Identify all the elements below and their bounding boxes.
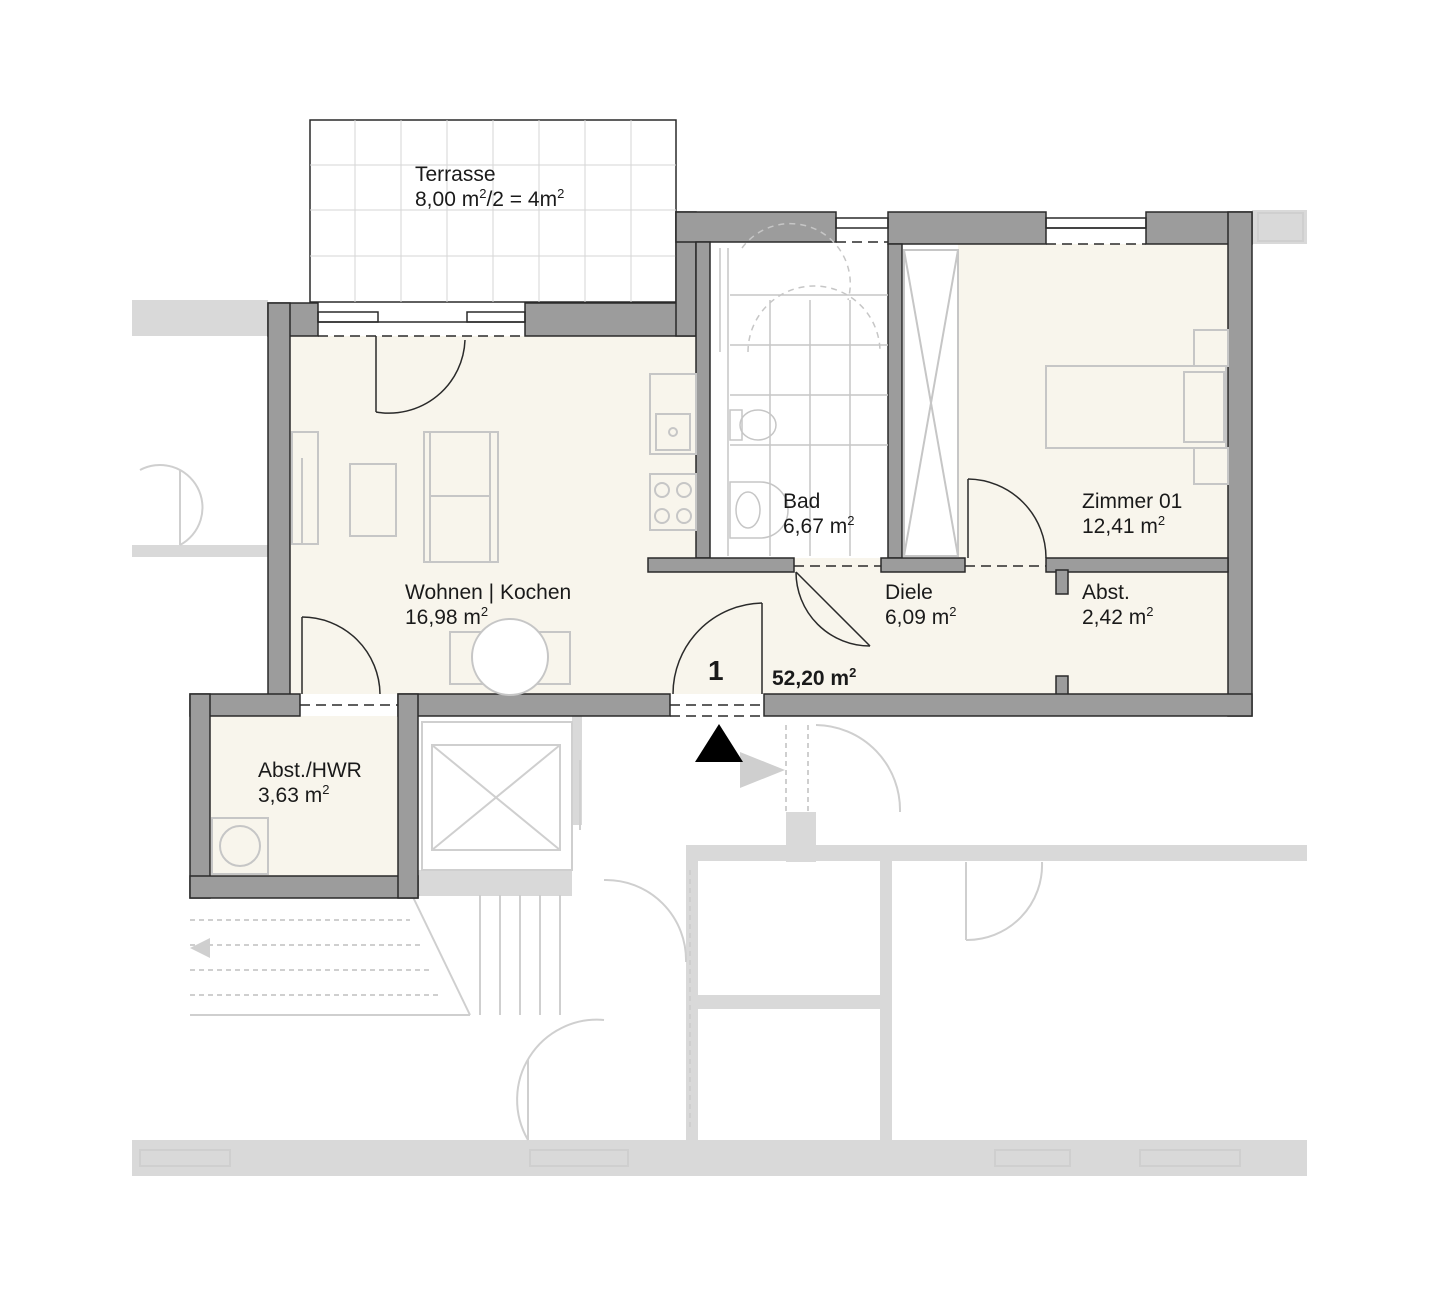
total-area: 52,20 m2 (772, 665, 857, 690)
storage-name: Abst. (1082, 581, 1130, 604)
utility-room-area: 3,63 m2 (258, 782, 330, 807)
bathroom-name: Bad (783, 490, 821, 513)
openings (317, 217, 1147, 323)
entrance-arrow-icon (695, 724, 743, 762)
bathroom-label: Bad 6,67 m2 (783, 489, 854, 539)
room-01-label: Zimmer 01 12,41 m2 (1082, 489, 1182, 539)
doors (301, 336, 1047, 695)
terrace-name: Terrasse (415, 163, 496, 186)
bathroom-fixtures (719, 222, 888, 556)
terrace-label: Terrasse 8,00 m2/2 = 4m2 (415, 162, 564, 212)
storage-label: Abst. 2,42 m2 (1082, 580, 1153, 630)
storage-area: 2,42 m2 (1082, 604, 1154, 629)
furniture (211, 249, 1229, 875)
utility-room-label: Abst./HWR 3,63 m2 (258, 758, 362, 808)
floor-areas (210, 244, 1228, 876)
living-kitchen-label: Wohnen | Kochen 16,98 m2 (405, 580, 571, 630)
hallway-name: Diele (885, 581, 933, 604)
room-01-area: 12,41 m2 (1082, 513, 1166, 538)
terrace-area: 8,00 m2/2 = 4m2 (415, 186, 565, 211)
living-kitchen-area: 16,98 m2 (405, 604, 489, 629)
living-kitchen-name: Wohnen | Kochen (405, 581, 572, 604)
bathroom-area: 6,67 m2 (783, 513, 855, 538)
room-01-name: Zimmer 01 (1082, 490, 1183, 513)
unit-number: 1 (708, 655, 724, 686)
hallway-label: Diele 6,09 m2 (885, 580, 956, 630)
context-arrow-icon (740, 752, 785, 788)
walls (189, 211, 1253, 899)
dashed-lines (300, 241, 1146, 717)
terrace (309, 119, 677, 303)
utility-room-name: Abst./HWR (258, 759, 362, 782)
hallway-area: 6,09 m2 (885, 604, 957, 629)
